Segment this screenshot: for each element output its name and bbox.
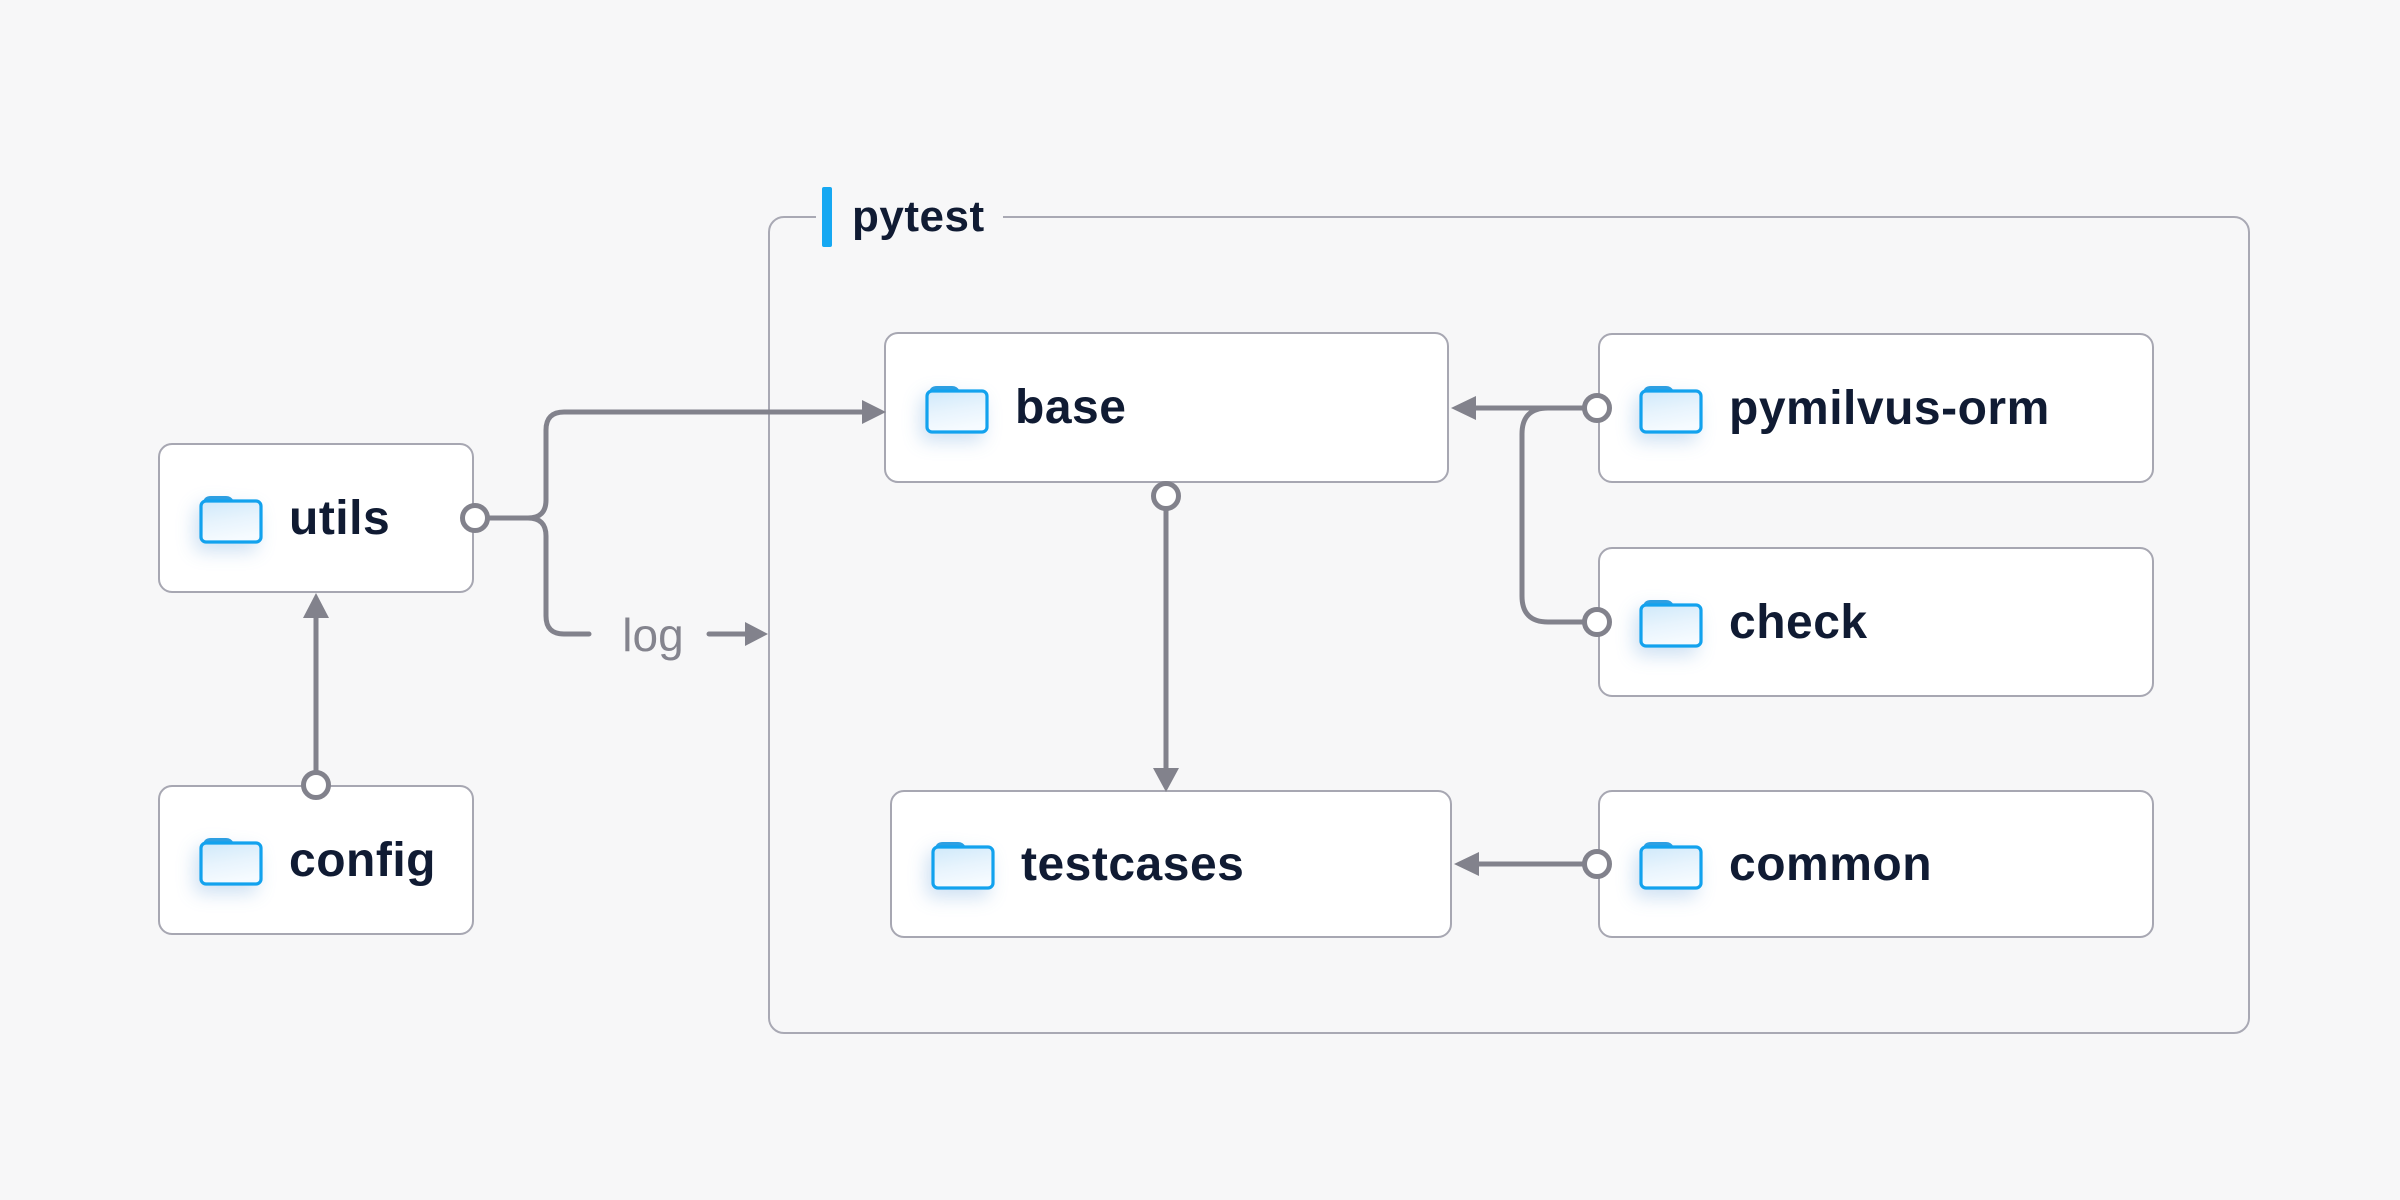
pytest-group-title: pytest — [852, 192, 985, 241]
node-label: config — [289, 833, 436, 887]
folder-icon — [199, 496, 263, 544]
folder-icon — [1639, 600, 1703, 648]
folder-icon — [1639, 842, 1703, 890]
node-utils: utils — [158, 443, 474, 593]
node-label: base — [1015, 381, 1127, 434]
arrowhead-config-utils — [303, 593, 329, 618]
node-label: check — [1729, 595, 1868, 649]
node-label: utils — [289, 491, 391, 545]
node-config: config — [158, 785, 474, 935]
folder-icon — [931, 842, 995, 890]
node-base: base — [884, 332, 1449, 483]
node-label: testcases — [1021, 837, 1245, 891]
folder-icon — [925, 385, 989, 434]
pytest-group-frame — [768, 216, 2250, 1034]
node-pymilvus-orm: pymilvus-orm — [1598, 333, 2154, 483]
folder-icon — [199, 838, 263, 886]
node-common: common — [1598, 790, 2154, 938]
node-label: common — [1729, 837, 1933, 891]
edge-utils-log — [525, 515, 592, 637]
node-label: pymilvus-orm — [1729, 381, 2050, 435]
edge-label-log: log — [622, 609, 684, 661]
folder-icon — [1639, 386, 1703, 434]
arrowhead-log-pytest — [745, 622, 768, 646]
node-check: check — [1598, 547, 2154, 697]
accent-bar — [822, 187, 832, 247]
node-testcases: testcases — [890, 790, 1452, 938]
pytest-group-label: pytest — [816, 186, 1003, 248]
